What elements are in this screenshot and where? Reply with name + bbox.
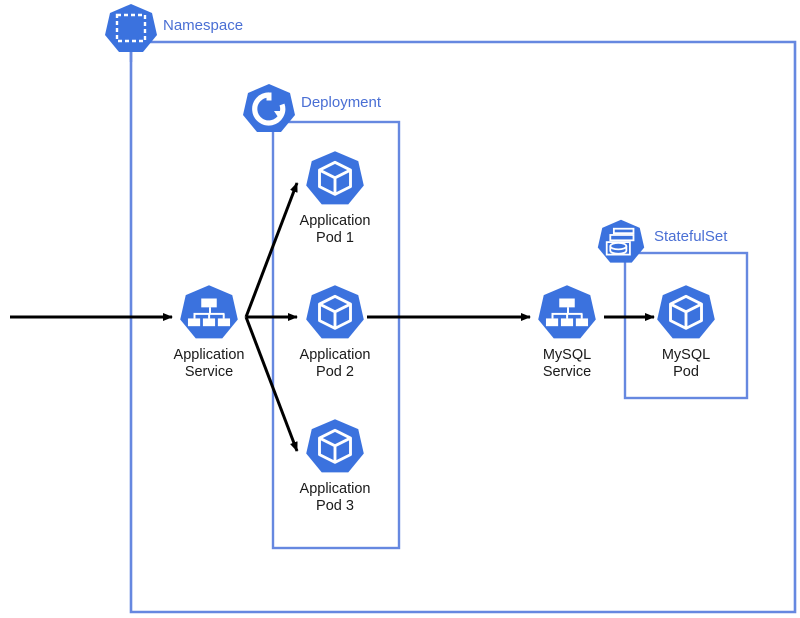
service-icon <box>178 283 240 345</box>
service-icon <box>536 283 598 345</box>
node-mysql-service: MySQL Service <box>507 283 627 381</box>
pod-icon <box>304 149 366 211</box>
pod-icon <box>304 283 366 345</box>
node-label-application-pod-1: Application Pod 1 <box>299 213 371 246</box>
node-application-service: Application Service <box>149 283 269 381</box>
statefulset-boundary-box <box>623 251 749 400</box>
node-application-pod-1: Application Pod 1 <box>275 149 395 247</box>
node-mysql-pod: MySQL Pod <box>626 283 746 381</box>
arrow-application-service-to-pod-1 <box>244 182 299 318</box>
namespace-icon <box>103 2 159 58</box>
node-label-mysql-service: MySQL Service <box>542 347 592 380</box>
node-label-application-pod-3: Application Pod 3 <box>299 481 371 514</box>
node-application-pod-2: Application Pod 2 <box>275 283 395 381</box>
statefulset-icon <box>596 218 646 268</box>
deployment-group-label: Deployment <box>301 94 382 111</box>
node-label-application-pod-2: Application Pod 2 <box>299 347 371 380</box>
arrow-application-service-to-pod-3 <box>244 316 299 452</box>
pod-icon <box>655 283 717 345</box>
namespace-group-label: Namespace <box>163 17 244 34</box>
node-application-pod-3: Application Pod 3 <box>275 417 395 515</box>
node-label-application-service: Application Service <box>173 347 245 380</box>
deployment-boundary-box <box>271 120 401 550</box>
statefulset-group-label: StatefulSet <box>654 228 728 245</box>
node-label-mysql-pod: MySQL Pod <box>661 347 711 380</box>
pod-icon <box>304 417 366 479</box>
deployment-icon <box>241 82 297 138</box>
namespace-boundary-box <box>129 40 797 614</box>
